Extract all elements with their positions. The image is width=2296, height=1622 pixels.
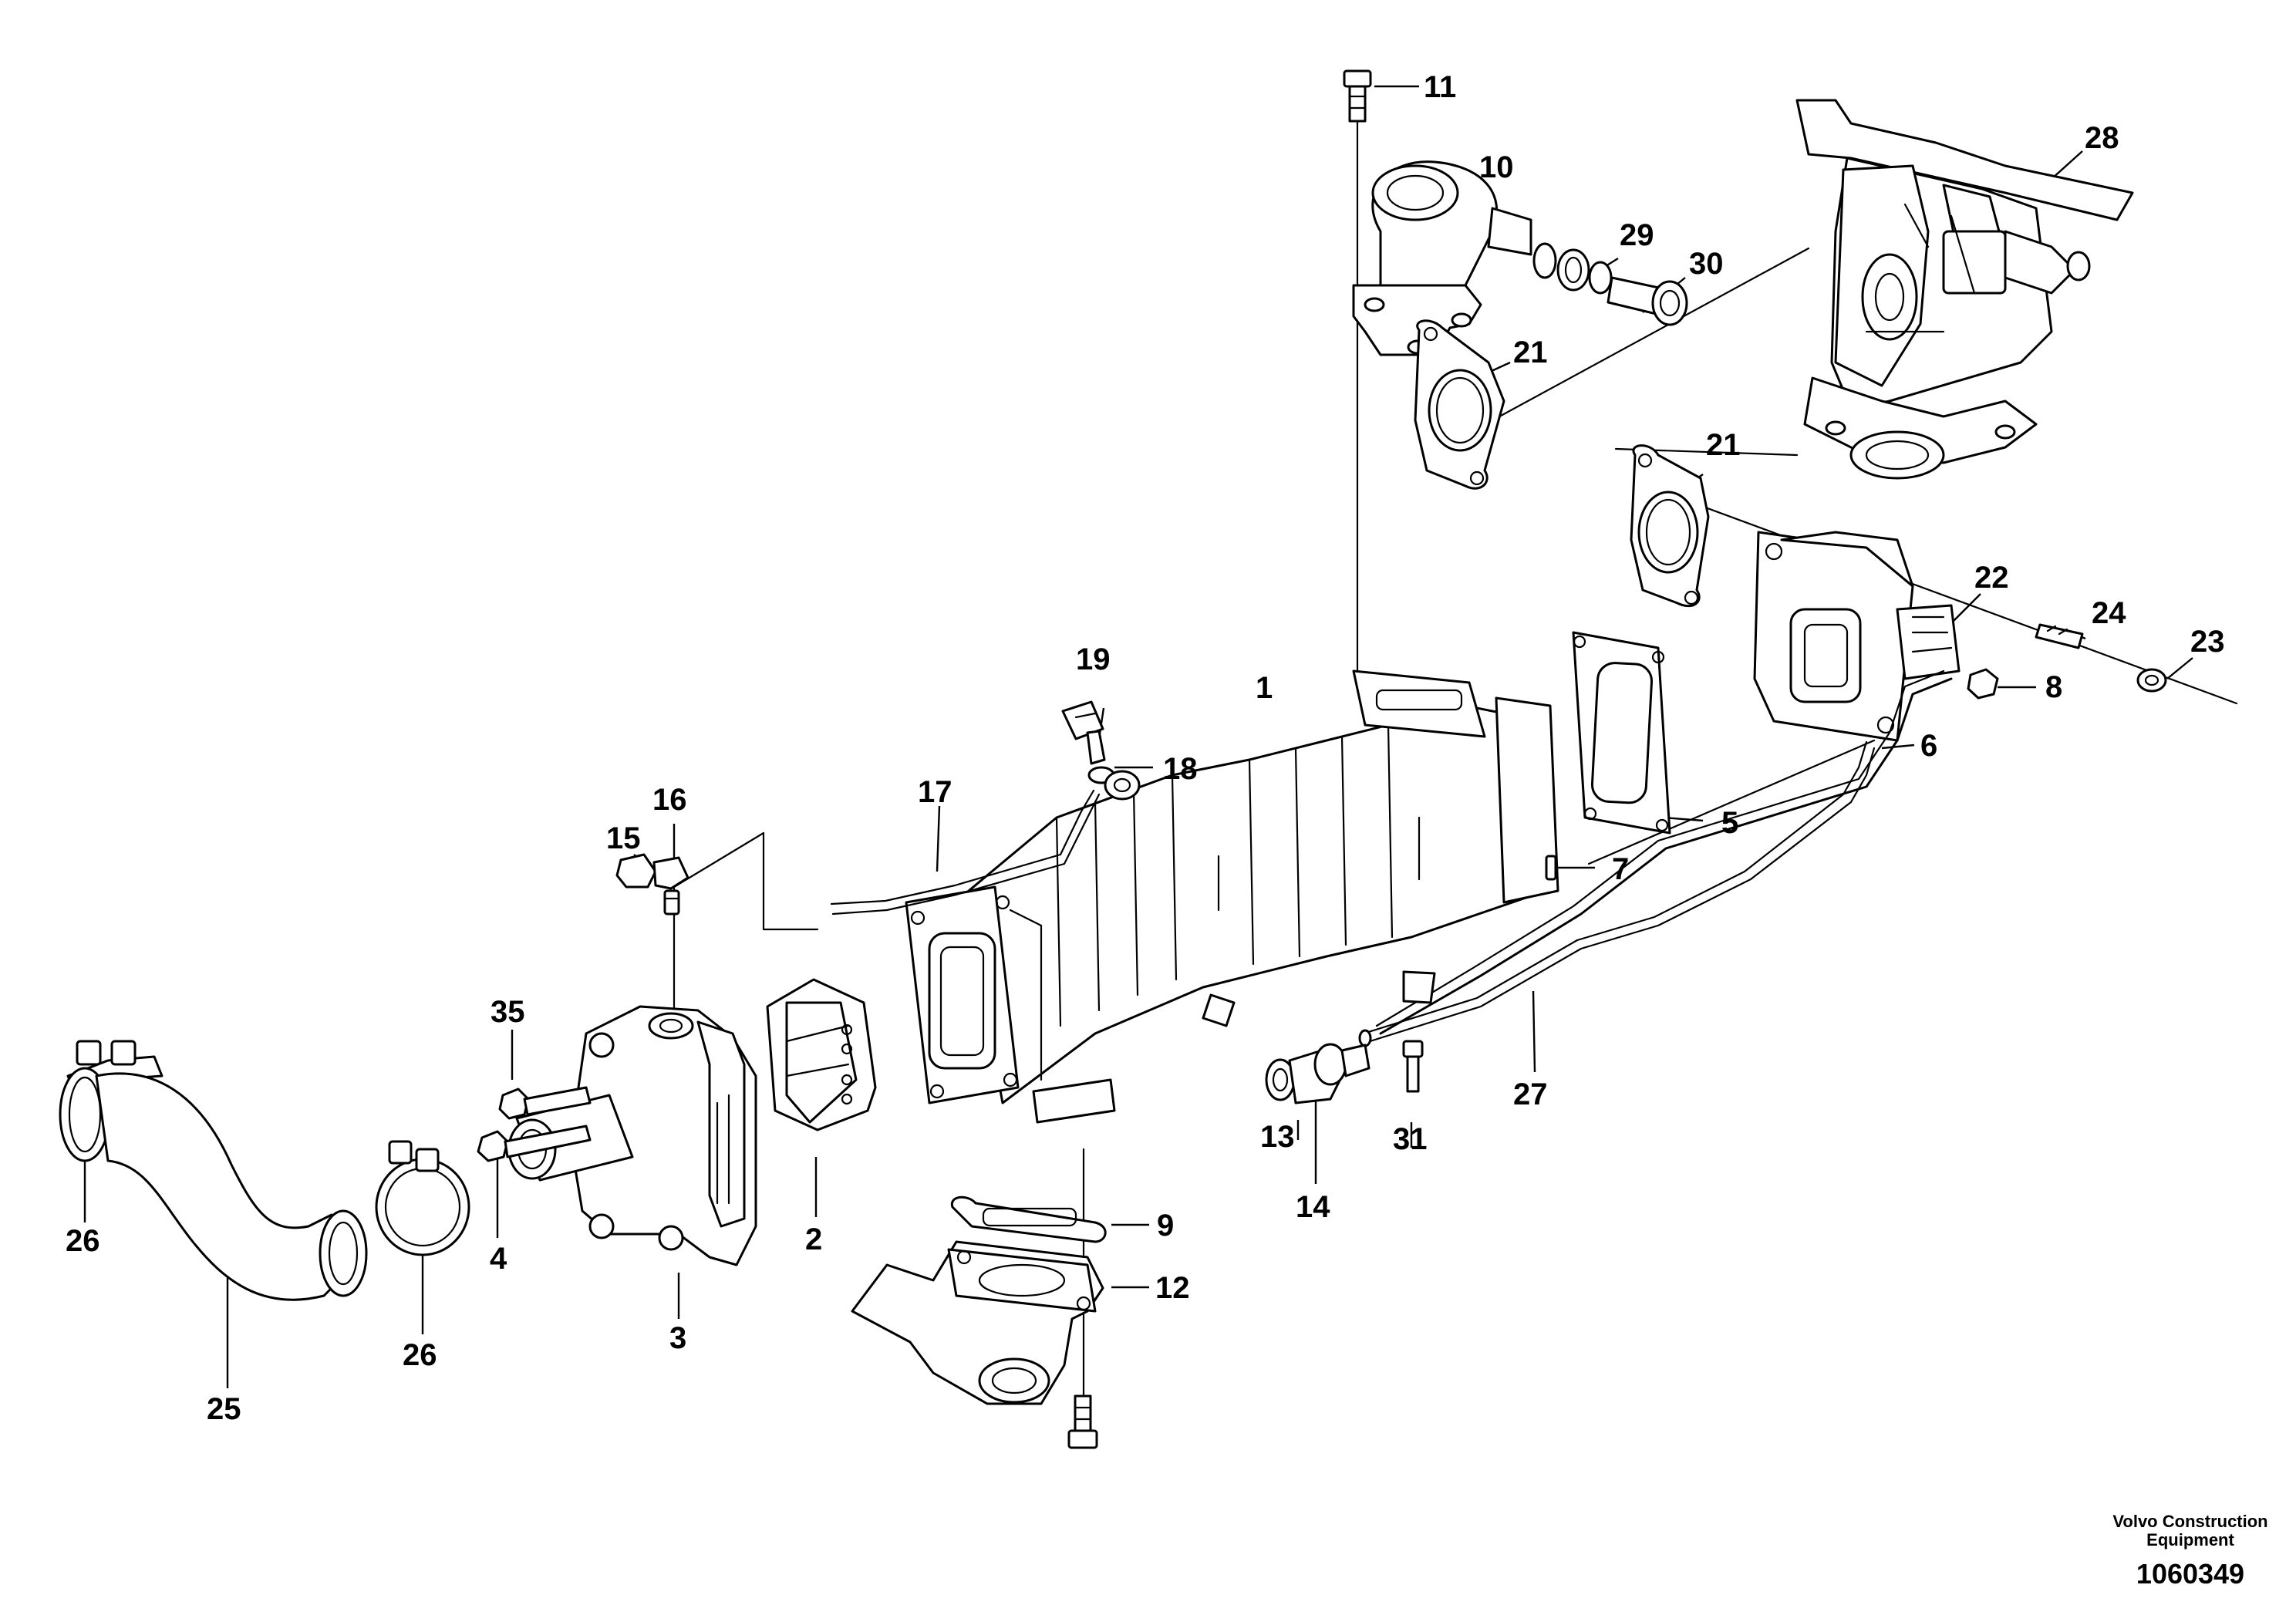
drawing-reference: Volvo Construction Equipment 1060349: [2112, 1512, 2267, 1590]
callout-28: 28: [2085, 121, 2119, 155]
callout-18: 18: [1163, 752, 1198, 786]
nut-23: [2136, 668, 2167, 693]
banjo-bolt-30: [1607, 276, 1688, 326]
coolant-hose-25: [95, 1072, 368, 1301]
callout-30: 30: [1689, 247, 1724, 281]
gasket-5: [1572, 631, 1671, 835]
callout-26a: 26: [66, 1224, 100, 1258]
callout-25: 25: [207, 1392, 241, 1426]
callout-3: 3: [669, 1321, 686, 1355]
flap-valve-2: [766, 978, 877, 1131]
bolt-4: [477, 1125, 592, 1162]
stud-7: [1545, 855, 1557, 881]
flange-22: [1753, 531, 1961, 742]
callout-17: 17: [918, 775, 952, 809]
elbow-housing-10: [1352, 160, 1532, 356]
drawing-number: 1060349: [2136, 1558, 2244, 1590]
callout-2: 2: [805, 1222, 822, 1256]
seal-ring-18: [1087, 766, 1141, 801]
callout-5: 5: [1721, 806, 1738, 840]
callout-21b: 21: [1706, 428, 1741, 462]
gasket-21a: [1414, 319, 1505, 490]
fitting-15-16: [615, 853, 689, 916]
callout-22: 22: [1974, 561, 2009, 595]
gasket-9: [950, 1195, 1107, 1243]
pipe-27: [1358, 740, 1876, 1047]
pipe-17: [830, 789, 1101, 916]
thermostat-housing-3: [507, 1005, 757, 1266]
callout-8: 8: [2045, 670, 2062, 704]
bolt-31: [1402, 1040, 1424, 1093]
callout-35: 35: [491, 995, 525, 1029]
callout-4: 4: [490, 1242, 507, 1276]
egr-cooler-1: [905, 669, 1559, 1124]
callout-1: 1: [1256, 671, 1273, 705]
callout-26b: 26: [403, 1338, 437, 1372]
pipe-6: [1375, 669, 1953, 1035]
callout-21a: 21: [1513, 336, 1548, 369]
stud-24: [2035, 623, 2084, 649]
callout-16: 16: [652, 783, 687, 817]
bolt-lower: [1067, 1394, 1098, 1449]
callout-9: 9: [1157, 1209, 1174, 1243]
banjo-bolt-19: [1061, 700, 1106, 765]
callout-13: 13: [1260, 1120, 1295, 1154]
callout-14: 14: [1296, 1190, 1330, 1224]
bolt-11: [1343, 69, 1372, 123]
callout-23: 23: [2190, 625, 2225, 659]
callout-24: 24: [2092, 596, 2126, 630]
callout-31: 31: [1393, 1122, 1428, 1156]
callout-19: 19: [1076, 642, 1111, 676]
gasket-21b: [1630, 444, 1710, 608]
hose-clamp-26a: [59, 1040, 164, 1162]
callout-27: 27: [1513, 1077, 1548, 1111]
company-name-line2: Equipment: [2146, 1530, 2234, 1549]
callout-29: 29: [1620, 218, 1654, 252]
seal-ring-29: [1532, 242, 1613, 295]
callout-10: 10: [1479, 150, 1514, 184]
callout-7: 7: [1612, 852, 1629, 886]
callout-6: 6: [1920, 729, 1937, 763]
bolt-35: [498, 1086, 592, 1120]
callout-15: 15: [606, 821, 641, 855]
company-name-line1: Volvo Construction: [2112, 1512, 2267, 1531]
callout-labels: 11 10 29 30 28 21 21 22 24 23 8 6 19 1 1…: [66, 70, 2225, 1426]
hose-clamp-26b: [375, 1140, 470, 1256]
fitting-13-14: [1265, 1043, 1371, 1104]
outlet-elbow-12: [851, 1240, 1104, 1405]
callout-12: 12: [1155, 1271, 1190, 1305]
nut-8: [1967, 668, 1999, 700]
egr-valve-28: [1795, 99, 2134, 480]
callout-11: 11: [1424, 70, 1456, 104]
